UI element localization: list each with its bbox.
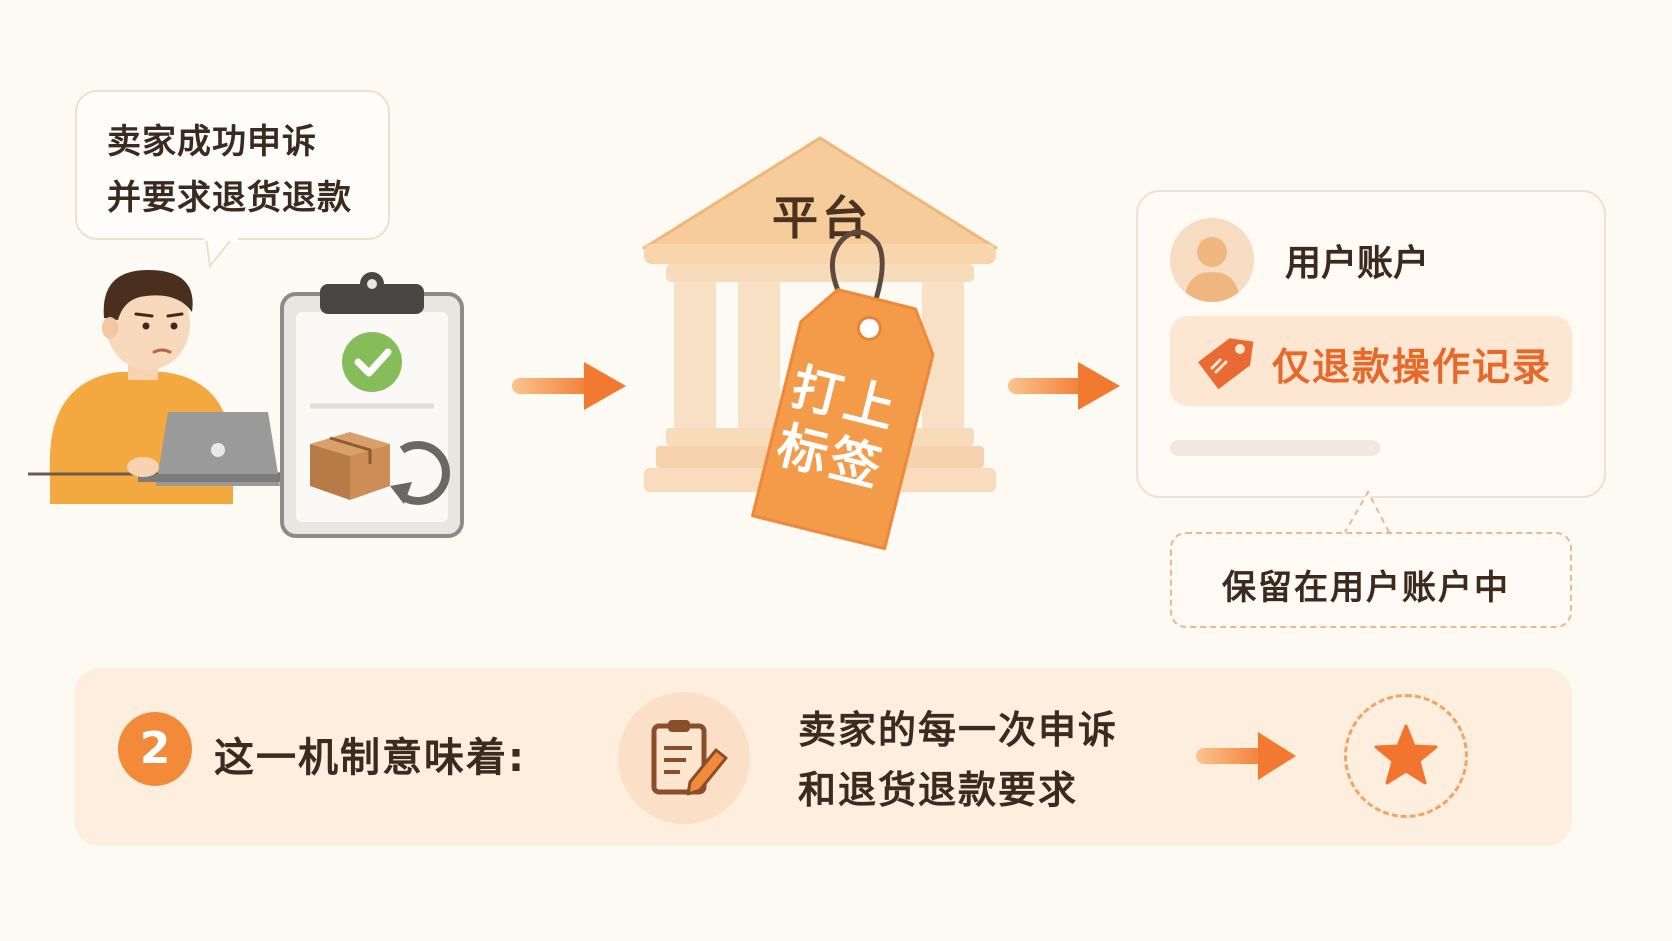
means-label: 这一机制意味着: [214, 735, 526, 781]
refund-record-label: 仅退款操作记录 [1272, 345, 1553, 389]
account-title: 用户账户 [1285, 243, 1430, 284]
appeal-text: 卖家的每一次申诉 和退货退款要求 [798, 700, 1118, 820]
retained-note-box [1170, 532, 1572, 628]
person-laptop-icon [28, 270, 293, 504]
arrow-right-icon [1196, 732, 1296, 780]
speech-line-2: 并要求退货退款 [107, 178, 352, 218]
arrow-right-icon [512, 362, 626, 410]
star-icon [1374, 724, 1438, 785]
star-circle [1344, 694, 1468, 818]
box-icon [310, 432, 390, 500]
speech-line-1: 卖家成功申诉 [107, 122, 317, 162]
appeal-line-2: 和退货退款要求 [798, 768, 1079, 812]
price-tag-icon [1197, 338, 1254, 390]
avatar [1170, 218, 1254, 302]
clipboard-icon [280, 272, 464, 538]
document-edit-icon [651, 720, 728, 796]
appeal-line-1: 卖家的每一次申诉 [798, 708, 1119, 752]
speech-bubble: 卖家成功申诉 并要求退货退款 [75, 90, 390, 240]
step-number: 2 [118, 712, 192, 786]
avatar-icon [1184, 237, 1240, 302]
retained-note-text: 保留在用户账户中 [1222, 568, 1510, 608]
bottom-bar [74, 668, 1572, 846]
tag-icon [751, 229, 935, 551]
speech-tail [204, 236, 238, 269]
arrow-right-icon [1008, 362, 1120, 410]
platform-label: 平台 [772, 191, 872, 245]
placeholder-line [1170, 440, 1380, 456]
note-tail [1343, 489, 1391, 535]
return-arrow-icon [390, 441, 450, 505]
check-icon [342, 332, 402, 392]
